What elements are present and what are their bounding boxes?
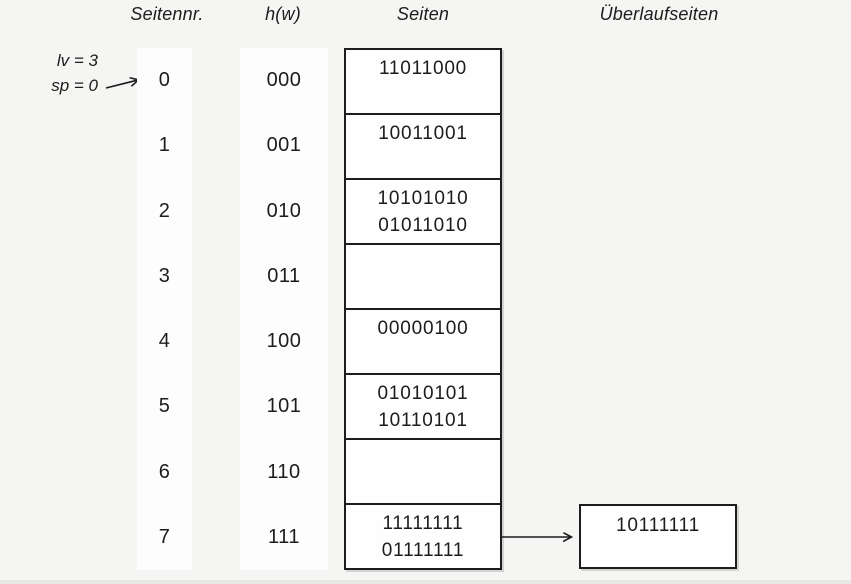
bucket-entry: 01111111 [381,540,465,561]
hash-value-cell: 001 [266,134,302,157]
column-header-hash-function: h(w) [265,4,301,24]
overflow-link-arrow-icon [502,526,580,548]
page-number-cell: 2 [158,199,171,222]
page-number-cell: 6 [158,460,171,483]
bucket-entry: 10110101 [378,410,468,431]
overflow-page-box: 10111111 [579,504,737,569]
bucket-cell-0: 11011000 [346,50,500,115]
column-header-seitennr: Seitennr. [130,4,204,24]
bucket-cell-7: 11111111 01111111 [346,505,500,568]
bucket-entry: 10101010 [377,188,469,209]
bucket-entry: 11011000 [378,58,468,79]
hash-value-cell: 111 [268,525,300,548]
bucket-cell-1: 10011001 [346,115,500,180]
bottom-edge-divider [0,580,851,584]
bucket-entry: 01011010 [378,215,468,236]
split-pointer-arrow-icon [105,72,147,89]
page-number-cell: 4 [158,330,171,353]
bucket-cell-5: 01010101 10110101 [346,375,500,440]
overflow-entry: 10111111 [616,515,700,536]
bucket-cell-4: 00000100 [346,310,500,375]
hash-value-cell: 010 [266,199,302,222]
split-pointer-value: sp = 0 [51,76,98,95]
state-annotation: lv = 3 sp = 0 [26,48,98,98]
column-header-ueberlaufseiten: Überlaufseiten [599,4,719,24]
hash-value-column: 000 001 010 011 100 101 110 111 [240,48,328,570]
hash-value-cell: 100 [266,330,302,353]
primary-pages-box: 11011000 10011001 10101010 01011010 0000… [344,48,502,570]
page-number-cell: 7 [158,525,171,548]
bucket-entry: 01010101 [377,383,469,404]
column-header-seiten: Seiten [396,4,450,24]
hash-value-cell: 110 [267,460,301,483]
page-number-column: 0 1 2 3 4 5 6 7 [137,48,192,570]
bucket-entry: 11111111 [382,513,464,534]
hash-value-cell: 011 [267,264,301,287]
page-number-cell: 1 [158,134,171,157]
level-value: lv = 3 [56,51,98,70]
page-number-cell: 3 [158,264,171,287]
bucket-entry: 10011001 [378,123,468,144]
page-number-cell: 0 [158,69,171,92]
page-number-cell: 5 [158,395,171,418]
bucket-entry: 00000100 [377,318,469,339]
bucket-cell-3 [346,245,500,310]
bucket-cell-2: 10101010 01011010 [346,180,500,245]
bucket-cell-6 [346,440,500,505]
hash-value-cell: 000 [266,69,302,92]
hash-value-cell: 101 [266,395,302,418]
